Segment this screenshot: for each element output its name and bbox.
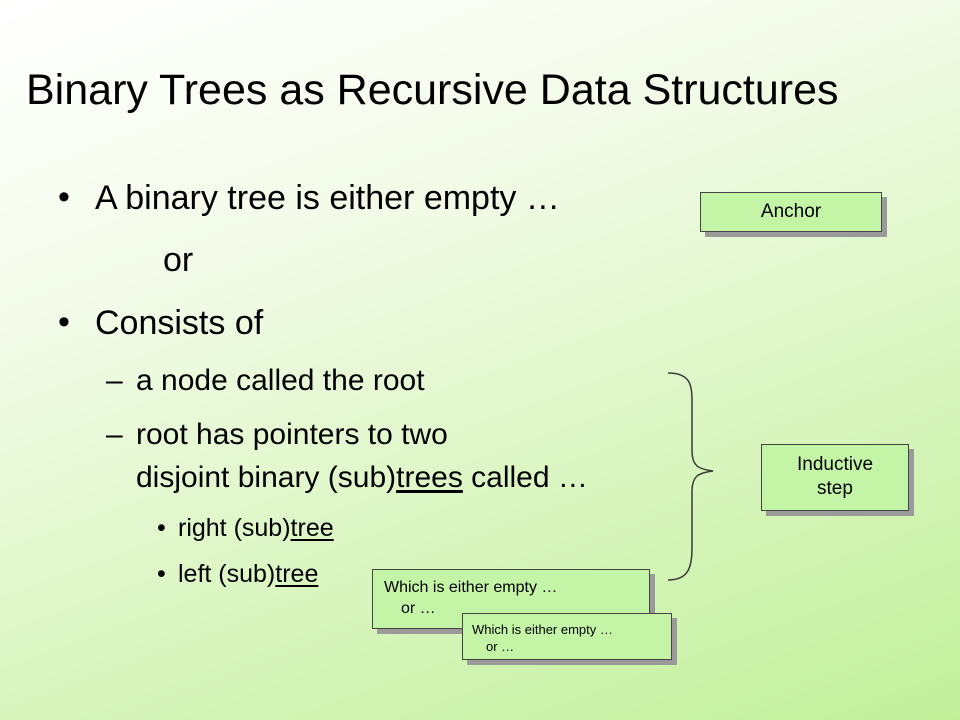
bullet-dot-small: • [157,514,166,542]
or-text: or [163,241,194,279]
slide-title: Binary Trees as Recursive Data Structure… [26,66,839,114]
brace-path [667,372,714,581]
which-either-empty-callout-nested: Which is either empty … or … [462,613,672,660]
inductive-step-callout: Inductive step [761,444,909,511]
sub-bullet-pointers: root has pointers to two [136,418,448,451]
inductive-label-2: step [817,478,853,499]
text-post: called … [462,461,588,494]
anchor-label: Anchor [760,201,822,222]
text-pre: right (sub) [178,514,291,542]
bullet-consists-of: Consists of [95,304,264,342]
inductive-label-1: Inductive [796,454,874,475]
sub-bullet-root-node: a node called the root [136,364,425,397]
bullet-either-empty: A binary tree is either empty … [95,179,560,217]
dash-marker: – [106,418,123,451]
dash-marker: – [106,364,123,397]
text-pre: left (sub) [178,560,276,588]
bullet-dot-small: • [157,560,166,588]
right-subtree-item: right (sub)tree [178,514,334,543]
bullet-dot: • [58,178,70,216]
underlined-trees: trees [396,461,463,494]
anchor-callout: Anchor [700,192,882,232]
underlined-tree: tree [275,560,319,588]
which-nested-label-2: or … [486,639,515,654]
which-label-2: or … [401,600,436,617]
sub-bullet-pointers-cont: disjoint binary (sub)trees called … [136,461,588,495]
underlined-tree: tree [290,514,334,542]
which-label-1: Which is either empty … [384,579,558,596]
left-subtree-item: left (sub)tree [178,560,318,589]
which-nested-label-1: Which is either empty … [472,622,613,637]
text-pre: disjoint binary (sub) [136,461,397,494]
bullet-dot: • [58,303,70,341]
